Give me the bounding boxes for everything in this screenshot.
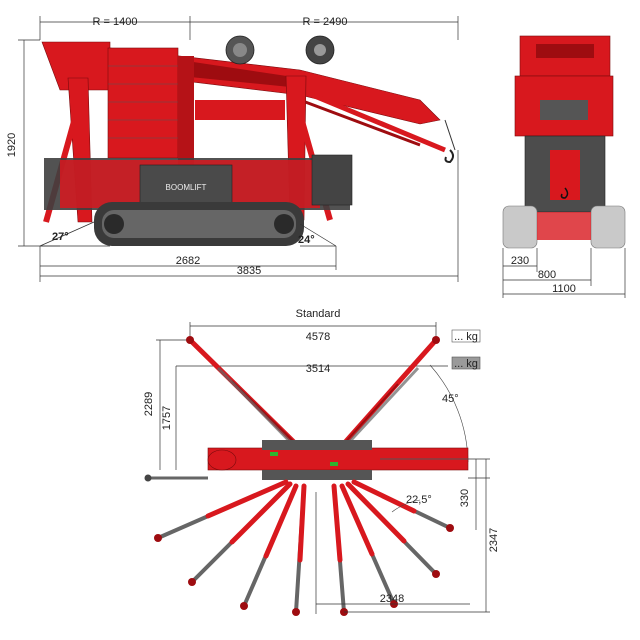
dim-height: 1920 [6,133,18,157]
dim-radius-right: R = 2490 [303,16,348,28]
dim-track-width: 230 [511,255,529,267]
outriggers-front [186,336,440,454]
dim-inner-width: 800 [538,269,556,281]
dim-rear-reach: 2348 [380,593,404,605]
angle-left: 27° [52,231,69,243]
reach-dimensions: 2289 1757 [143,339,188,470]
kg-box-1: ... kg [451,329,481,343]
mode-label: Standard [296,308,341,320]
outrigger-angle-arc: 45° [429,364,469,463]
front-view: 230 800 1100 [502,35,626,298]
angle-step-mark: 22,5° [391,494,432,513]
outer-span-dimension: 4578 [189,322,437,343]
top-view: Standard 4578 3514 ... kg ... kg 2289 [143,308,500,616]
dim-total-length: 3835 [237,265,261,277]
dim-side-reach: 2347 [488,528,500,552]
dim-outer-width: 1100 [552,283,576,295]
angle-right: 24° [298,234,315,246]
brand-label-front: BOOMLIFT [166,183,207,192]
dim-span-inner: 3514 [306,363,330,375]
front-track-left [502,205,538,249]
outrigger-side [144,474,208,482]
crawler-track [94,202,304,246]
front-dimensions: 230 800 1100 [502,248,626,298]
crane-body: BOOMLIFT BOOMLIFT [44,47,353,210]
kg-box-2: ... kg [451,356,481,370]
inner-span-dimension: 3514 [176,363,448,375]
dim-base-length: 2682 [176,255,200,267]
side-view: R = 1400 R = 2490 1920 [6,16,459,282]
dim-span-outer: 4578 [306,331,330,343]
front-track-right [590,205,626,249]
svg-text:... kg: ... kg [454,358,478,370]
outriggers-rear-fan [154,479,454,616]
bottom-dimensions: 2682 3835 [39,150,459,282]
hook-icon [444,149,454,164]
dim-radius-left: R = 1400 [93,16,138,28]
front-hook-icon [560,187,569,199]
side-reach-dimensions: 330 2347 [344,458,500,613]
angle-step: 22,5° [406,494,432,506]
ground-angles: 27° 24° [39,221,337,247]
angle-outrigger: 45° [442,393,459,405]
top-radius-dimension: R = 1400 R = 2490 [39,16,459,40]
dim-reach-inner: 1757 [161,406,173,430]
dim-offset: 330 [459,489,471,507]
height-dimension: 1920 [6,39,60,247]
winch [225,35,335,65]
dim-reach-outer: 2289 [143,392,155,416]
svg-text:... kg: ... kg [454,331,478,343]
rear-reach-dimension: 2348 [315,492,470,614]
top-body [207,440,469,480]
